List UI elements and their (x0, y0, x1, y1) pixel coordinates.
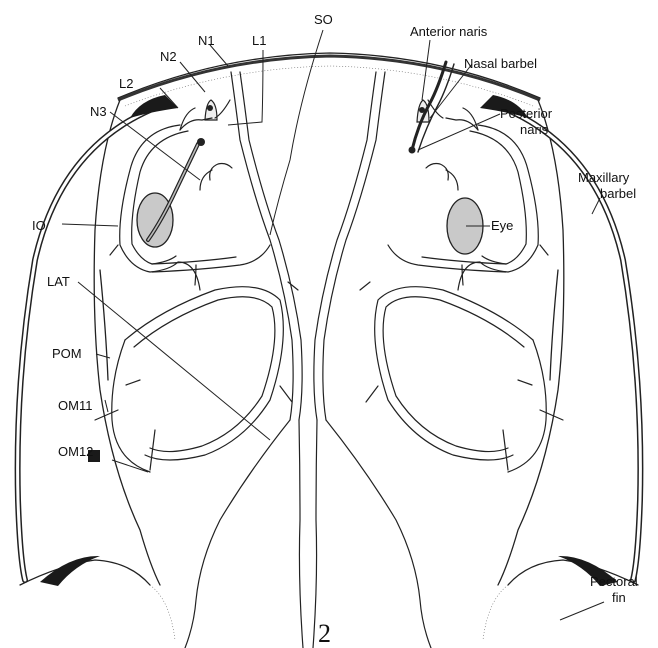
label-io: IO (32, 218, 46, 233)
label-pom: POM (52, 346, 82, 361)
label-eye: Eye (491, 218, 513, 233)
eye-left (137, 193, 173, 247)
label-maxillary-barbel-2: barbel (600, 186, 636, 201)
label-l1: L1 (252, 33, 266, 48)
label-nasal-barbel: Nasal barbel (464, 56, 537, 71)
label-posterior-naris-2: naris (520, 122, 549, 137)
leader-lines-right (418, 40, 604, 620)
nares-right (409, 62, 455, 154)
label-maxillary-barbel-1: Maxillary (578, 170, 630, 185)
sensory-canals-right (313, 72, 563, 648)
label-pectoral-fin-1: Pectoral (590, 574, 638, 589)
maxillary-barbel-right (480, 95, 640, 580)
label-n3: N3 (90, 104, 107, 119)
label-n2: N2 (160, 49, 177, 64)
label-so: SO (314, 12, 333, 27)
label-posterior-naris-1: Posterior (500, 106, 553, 121)
label-om11: OM11 (58, 398, 92, 413)
figure-number: 2 (318, 619, 331, 648)
maxillary-barbel-left (18, 95, 178, 580)
leader-lines-left (62, 30, 323, 472)
label-l2: L2 (119, 76, 133, 91)
head-outline (20, 53, 638, 640)
label-om12: OM12 (58, 444, 93, 459)
label-n1: N1 (198, 33, 215, 48)
label-anterior-naris: Anterior naris (410, 24, 488, 39)
label-pectoral-fin-2: fin (612, 590, 626, 605)
label-lat: LAT (47, 274, 70, 289)
sensory-canals-left (95, 72, 303, 648)
